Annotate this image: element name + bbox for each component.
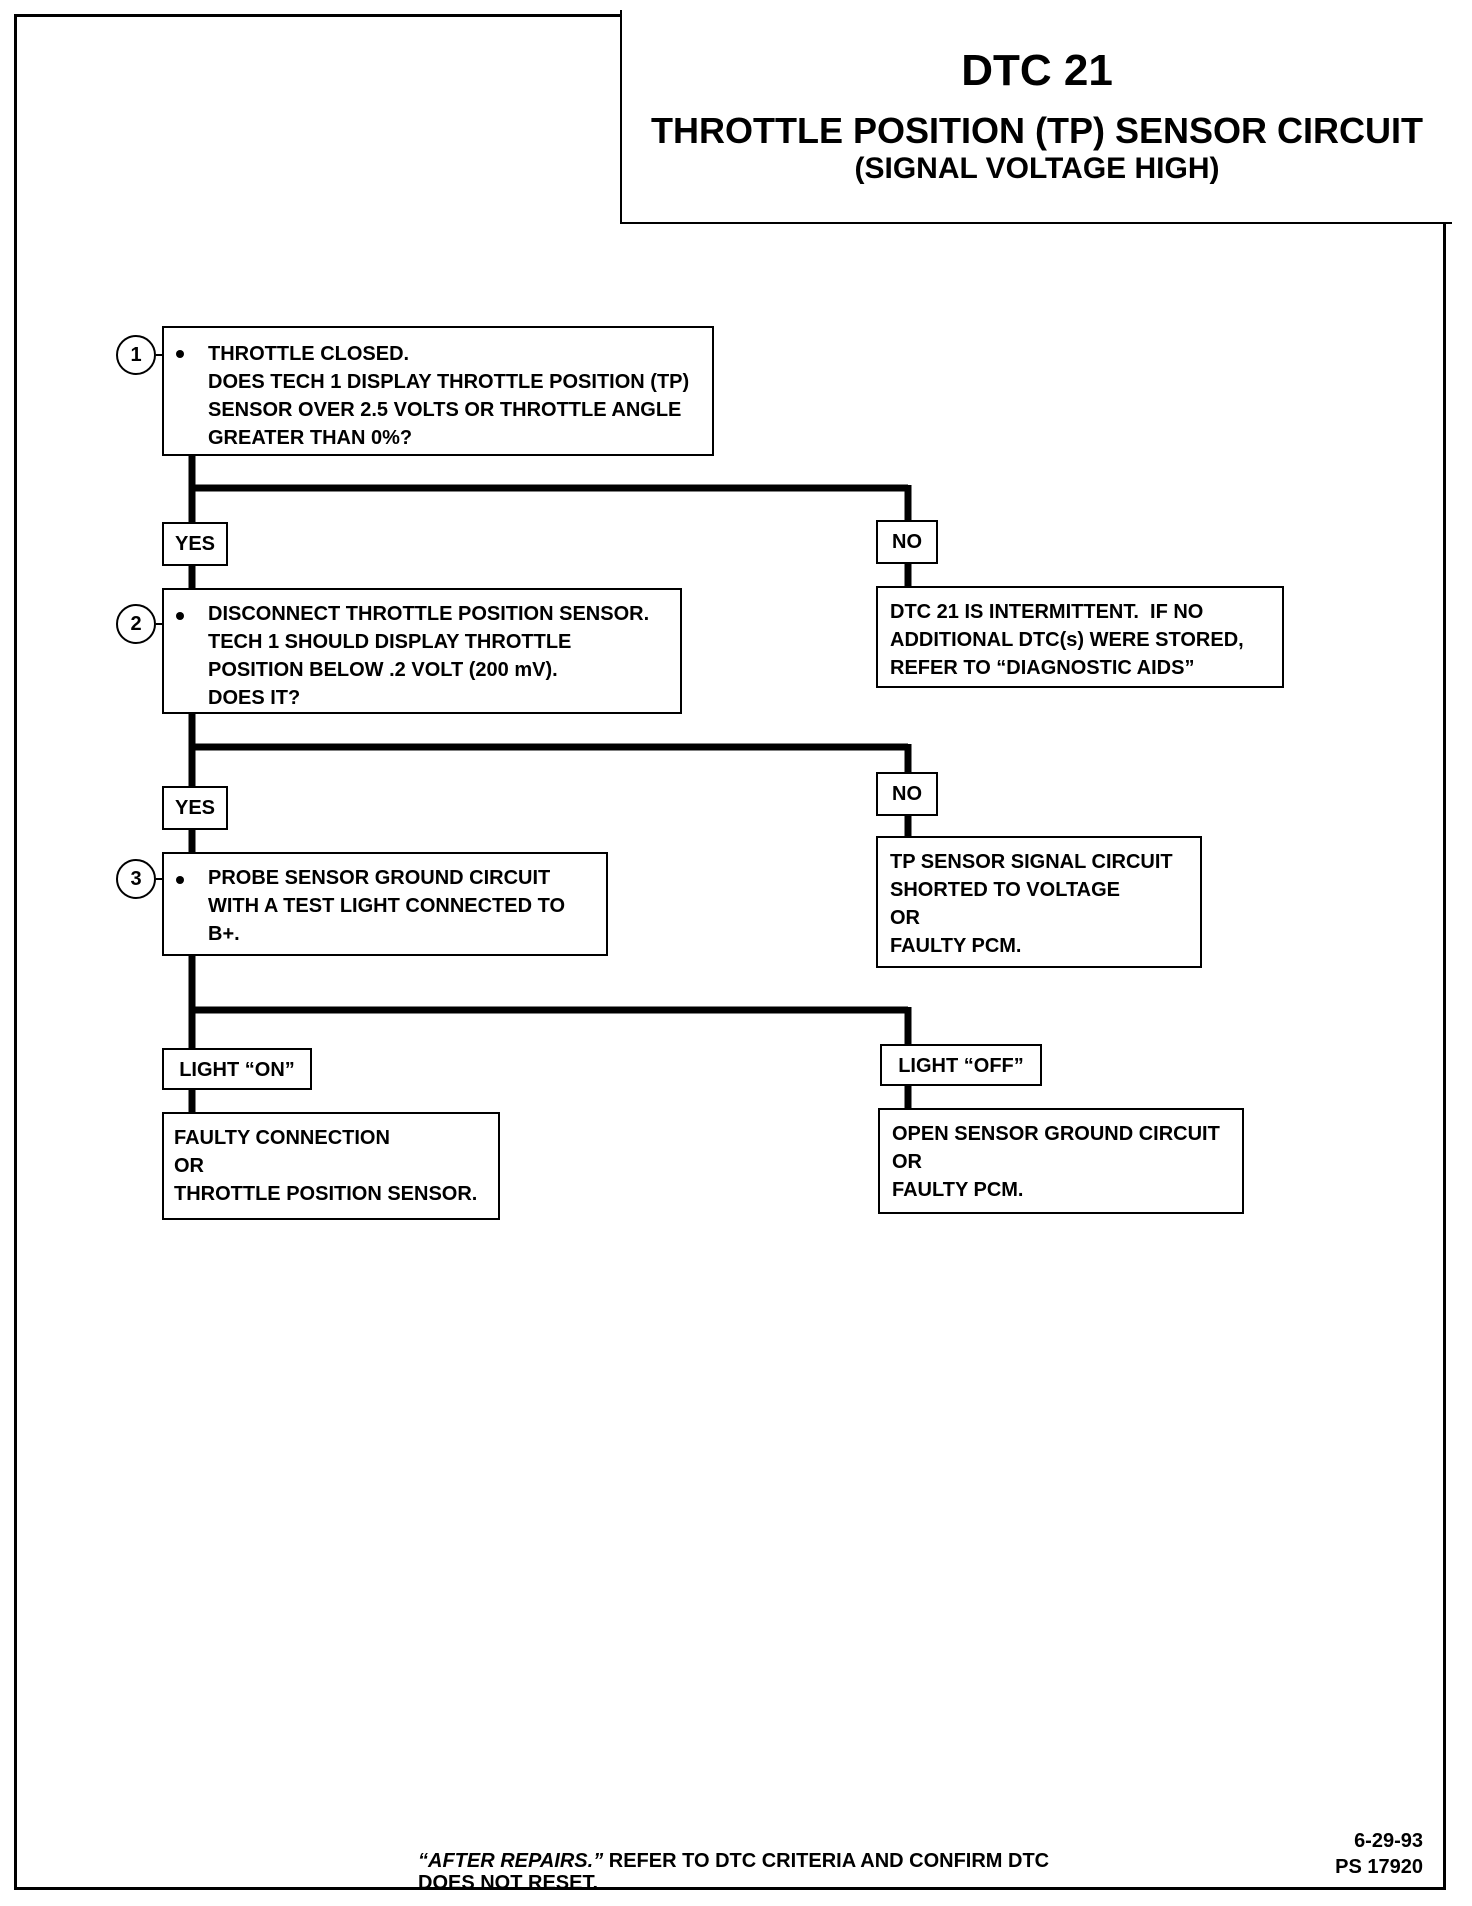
step-1-box: THROTTLE CLOSED. DOES TECH 1 DISPLAY THR…: [162, 326, 714, 456]
step-3-light-on-result-text: FAULTY CONNECTION OR THROTTLE POSITION S…: [174, 1127, 478, 1205]
step-1-no-result-text: DTC 21 IS INTERMITTENT. IF NO ADDITIONAL…: [890, 601, 1244, 679]
footer-note-line2: DOES NOT RESET.: [418, 1872, 599, 1894]
bullet-icon: [176, 350, 184, 358]
step-1-number: 1: [116, 335, 156, 375]
step-2-yes-label: YES: [162, 786, 228, 830]
step-3-light-off-label: LIGHT “OFF”: [880, 1044, 1042, 1086]
footer-note-line1: REFER TO DTC CRITERIA AND CONFIRM DTC: [603, 1850, 1050, 1872]
step-3-text: PROBE SENSOR GROUND CIRCUIT WITH A TEST …: [208, 867, 566, 945]
ps-code: PS 17920: [1335, 1856, 1423, 1878]
step-3-light-on-result: FAULTY CONNECTION OR THROTTLE POSITION S…: [162, 1112, 500, 1220]
step-1-no-label: NO: [876, 520, 938, 564]
bullet-icon: [176, 876, 184, 884]
step-1-text: THROTTLE CLOSED. DOES TECH 1 DISPLAY THR…: [208, 343, 690, 449]
footer-note: “AFTER REPAIRS.” REFER TO DTC CRITERIA A…: [418, 1850, 1049, 1894]
step-2-box: DISCONNECT THROTTLE POSITION SENSOR. TEC…: [162, 588, 682, 714]
step-3-light-off-result-text: OPEN SENSOR GROUND CIRCUIT OR FAULTY PCM…: [892, 1123, 1220, 1201]
step-1-yes-label: YES: [162, 522, 228, 566]
step-2-number: 2: [116, 604, 156, 644]
step-3-box: PROBE SENSOR GROUND CIRCUIT WITH A TEST …: [162, 852, 608, 956]
step-2-no-result: TP SENSOR SIGNAL CIRCUIT SHORTED TO VOLT…: [876, 836, 1202, 968]
step-2-no-result-text: TP SENSOR SIGNAL CIRCUIT SHORTED TO VOLT…: [890, 851, 1173, 957]
document-code: 6-29-93 PS 17920: [1315, 1828, 1423, 1880]
step-3-number: 3: [116, 859, 156, 899]
circuit-title: THROTTLE POSITION (TP) SENSOR CIRCUIT: [651, 110, 1423, 151]
step-2-no-label: NO: [876, 772, 938, 816]
step-2-text: DISCONNECT THROTTLE POSITION SENSOR. TEC…: [208, 603, 650, 709]
step-3-light-on-label: LIGHT “ON”: [162, 1048, 312, 1090]
step-1-no-result: DTC 21 IS INTERMITTENT. IF NO ADDITIONAL…: [876, 586, 1284, 688]
step-3-light-off-result: OPEN SENSOR GROUND CIRCUIT OR FAULTY PCM…: [878, 1108, 1244, 1214]
bullet-icon: [176, 612, 184, 620]
title-block: DTC 21 THROTTLE POSITION (TP) SENSOR CIR…: [620, 10, 1452, 224]
after-repairs-text: “AFTER REPAIRS.”: [418, 1850, 604, 1872]
condition-subtitle: (SIGNAL VOLTAGE HIGH): [854, 152, 1220, 185]
dtc-title: DTC 21: [961, 46, 1113, 95]
document-date: 6-29-93: [1354, 1830, 1423, 1852]
